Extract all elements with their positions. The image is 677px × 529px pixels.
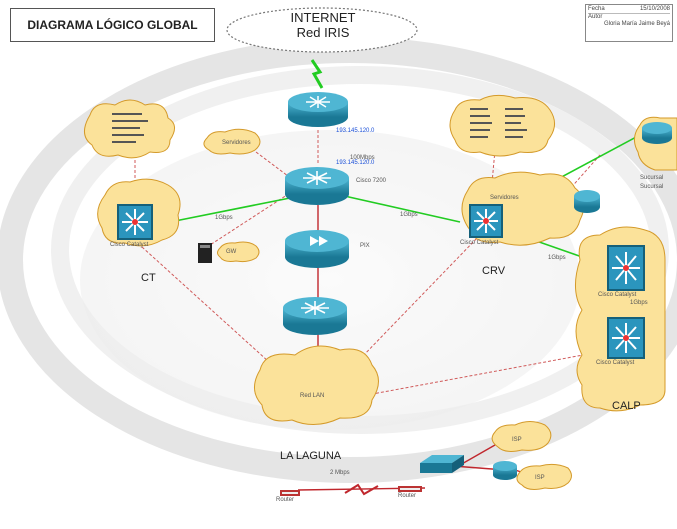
pix-label: PIX	[360, 243, 370, 249]
gw-label: GW	[226, 249, 237, 255]
small-devices	[198, 243, 422, 496]
cloud-text-lines	[112, 108, 527, 143]
ext-site-label: Sucursal	[640, 175, 664, 181]
blue-label-2: 193.145.120.0	[336, 160, 375, 166]
blue-label-1: 193.145.120.0	[336, 128, 375, 134]
calp-switch-1-label: Cisco Catalyst	[598, 292, 637, 298]
calp-switch-2-label: Cisco Catalyst	[596, 360, 635, 366]
internet-line2: Red IRIS	[296, 25, 350, 40]
cloud-crv-label: Servidores	[490, 195, 519, 201]
crv-switch-label: Cisco Catalyst	[460, 240, 499, 246]
internet-label: INTERNET Red IRIS	[280, 10, 366, 40]
meta-author: Gloria María Jaime Beyá	[603, 21, 670, 27]
bottom-router-label: Router	[276, 497, 295, 503]
internet-link-bolt	[310, 59, 324, 89]
site-crv: CRV	[482, 265, 506, 277]
frame-relay-bolt	[344, 483, 379, 496]
link-calp-speed: 1Gbps	[548, 255, 566, 261]
routers	[283, 92, 672, 480]
bottom-router-2-label: Router	[398, 493, 417, 499]
site-la-laguna: LA LAGUNA	[280, 450, 342, 462]
page-title: DIAGRAMA LÓGICO GLOBAL	[10, 8, 215, 42]
la-laguna-cloud-label: Red LAN	[300, 393, 325, 399]
switches	[117, 204, 645, 473]
frame-relay-speed: 2 Mbps	[330, 470, 350, 476]
internet-line1: INTERNET	[290, 10, 356, 25]
core-router-label: Cisco 7200	[356, 178, 387, 184]
site-calp: CALP	[612, 400, 641, 412]
meta-date: 15/10/2008	[639, 6, 670, 12]
isp-2-label: ISP	[535, 475, 545, 481]
site-ct: CT	[141, 272, 156, 284]
fo-speed-label: 100Mbps	[350, 155, 375, 161]
calp-trunk-speed: 1Gbps	[630, 300, 648, 306]
link-ct-speed: 1Gbps	[215, 215, 233, 221]
ct-switch-label: Cisco Catalyst	[110, 242, 149, 248]
internet-cloud	[226, 7, 418, 53]
cloud-ct-label: Servidores	[222, 140, 251, 146]
isp-1-label: ISP	[512, 437, 522, 443]
ext-site-label-2: Sucursal	[640, 184, 664, 190]
link-crv-speed: 1Gbps	[400, 212, 418, 218]
